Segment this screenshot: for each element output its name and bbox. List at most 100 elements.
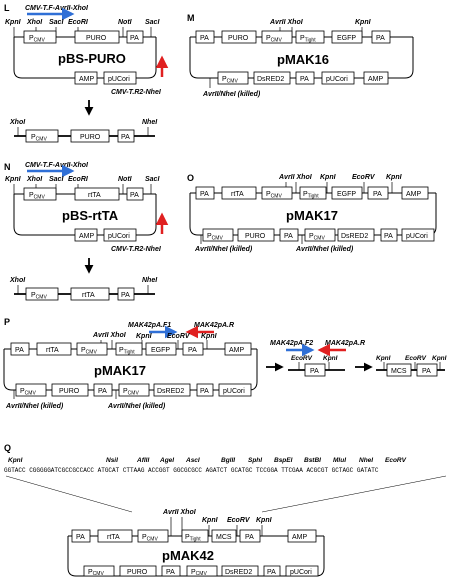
svg-text:KpnI: KpnI bbox=[432, 355, 447, 362]
svg-text:PA: PA bbox=[376, 35, 385, 42]
svg-text:PCMV: PCMV bbox=[31, 292, 47, 301]
svg-text:AvrII/NheI (killed): AvrII/NheI (killed) bbox=[5, 403, 64, 410]
svg-text:EcoRI: EcoRI bbox=[68, 176, 89, 183]
svg-text:rtTA: rtTA bbox=[231, 191, 244, 198]
primer-cmv-r-label: CMV-T.R2-NheI bbox=[111, 89, 162, 96]
svg-text:PTight: PTight bbox=[303, 191, 319, 200]
svg-text:P: P bbox=[4, 317, 10, 327]
svg-text:PURO: PURO bbox=[245, 233, 266, 240]
svg-text:NheI: NheI bbox=[142, 119, 158, 126]
svg-text:M: M bbox=[187, 13, 195, 23]
panel-l: L CMV-T.F-AvrII-XhoI KpnI XhoI SacI EcoR… bbox=[4, 3, 169, 143]
site-noti: NotI bbox=[118, 19, 133, 26]
svg-text:KpnI: KpnI bbox=[136, 333, 153, 340]
svg-text:PCMV: PCMV bbox=[266, 35, 282, 44]
svg-text:PA: PA bbox=[284, 233, 293, 240]
svg-text:EGFP: EGFP bbox=[151, 347, 170, 354]
svg-text:AvrII XhoI: AvrII XhoI bbox=[162, 509, 197, 516]
svg-text:SacI: SacI bbox=[49, 176, 64, 183]
svg-text:PCMV: PCMV bbox=[20, 388, 36, 397]
svg-text:DsRED2: DsRED2 bbox=[157, 388, 184, 395]
svg-text:EcoRV: EcoRV bbox=[167, 333, 191, 340]
svg-text:AvrII/NheI (killed): AvrII/NheI (killed) bbox=[202, 91, 261, 98]
svg-text:PA: PA bbox=[130, 192, 139, 199]
svg-text:KpnI: KpnI bbox=[386, 174, 403, 181]
svg-text:PA: PA bbox=[76, 534, 85, 541]
svg-text:pMAK17: pMAK17 bbox=[94, 363, 146, 378]
svg-text:PA: PA bbox=[300, 76, 309, 83]
svg-text:PCMV: PCMV bbox=[309, 233, 325, 242]
primer-mak42-r-label: MAK42pA.R bbox=[194, 322, 234, 329]
mcs-site-label: NsiI bbox=[106, 457, 118, 464]
panel-m: M AvrII XhoI KpnI PA PURO PCMV PTight EG… bbox=[187, 13, 414, 98]
site-xhoi: XhoI bbox=[26, 19, 43, 26]
mcs-site-label: EcoRV bbox=[385, 457, 407, 464]
svg-text:AMP: AMP bbox=[292, 534, 308, 541]
svg-text:PTight: PTight bbox=[185, 534, 201, 543]
mcs-site-label: MluI bbox=[333, 457, 346, 464]
svg-text:PA: PA bbox=[267, 569, 276, 576]
svg-text:PCMV: PCMV bbox=[222, 76, 238, 85]
mcs-site-label: NheI bbox=[359, 457, 373, 464]
svg-text:PA: PA bbox=[200, 388, 209, 395]
primer-mak42-f1-label: MAK42pA.F1 bbox=[128, 322, 171, 329]
mcs-site-label: AflII bbox=[136, 457, 149, 464]
svg-text:Q: Q bbox=[4, 443, 11, 453]
svg-text:PTight: PTight bbox=[119, 347, 135, 356]
svg-text:KpnI: KpnI bbox=[320, 174, 337, 181]
svg-text:PA: PA bbox=[98, 388, 107, 395]
box-puro: PURO bbox=[86, 35, 107, 42]
svg-text:pUCori: pUCori bbox=[108, 76, 130, 83]
svg-text:NotI: NotI bbox=[118, 176, 133, 183]
panel-p: P MAK42pA.F1 MAK42pA.R AvrII XhoI KpnI E… bbox=[3, 317, 447, 410]
svg-text:AvrII XhoI: AvrII XhoI bbox=[92, 332, 127, 339]
svg-text:PCMV: PCMV bbox=[142, 534, 158, 543]
svg-text:SacI: SacI bbox=[145, 176, 160, 183]
svg-text:PURO: PURO bbox=[59, 388, 80, 395]
svg-text:PCMV: PCMV bbox=[88, 569, 104, 577]
svg-text:XhoI: XhoI bbox=[9, 277, 26, 284]
svg-text:PA: PA bbox=[384, 233, 393, 240]
svg-text:DsRED2: DsRED2 bbox=[225, 569, 252, 576]
svg-text:XhoI: XhoI bbox=[9, 119, 26, 126]
svg-text:KpnI: KpnI bbox=[376, 355, 391, 362]
svg-text:pUCori: pUCori bbox=[108, 233, 130, 240]
svg-text:pUCori: pUCori bbox=[406, 233, 428, 240]
svg-text:pUCori: pUCori bbox=[326, 76, 348, 83]
site-saci-2: SacI bbox=[145, 19, 160, 26]
mcs-site-label: BstBI bbox=[304, 457, 321, 464]
svg-text:XhoI: XhoI bbox=[26, 176, 43, 183]
mcs-site-label: AscI bbox=[185, 457, 200, 464]
mcs-site-label: AgeI bbox=[159, 457, 174, 464]
plasmid-name-pmak17: pMAK17 bbox=[286, 208, 338, 223]
mcs-site-label: BspEI bbox=[274, 457, 293, 464]
svg-text:PCMV: PCMV bbox=[266, 191, 282, 200]
svg-text:EGFP: EGFP bbox=[337, 191, 356, 198]
svg-text:DsRED2: DsRED2 bbox=[341, 233, 368, 240]
svg-text:AvrII/NheI (killed): AvrII/NheI (killed) bbox=[295, 246, 354, 253]
svg-text:PA: PA bbox=[200, 191, 209, 198]
svg-text:KpnI: KpnI bbox=[256, 517, 273, 524]
svg-text:PCMV: PCMV bbox=[191, 569, 207, 577]
plasmid-name-pmak42: pMAK42 bbox=[162, 548, 214, 563]
svg-text:PA: PA bbox=[15, 347, 24, 354]
svg-text:PA: PA bbox=[422, 368, 431, 375]
svg-text:KpnI: KpnI bbox=[201, 333, 218, 340]
primer-cmv-f-label: CMV-T.F-AvrII-XhoI bbox=[25, 5, 89, 12]
svg-text:PA: PA bbox=[188, 347, 197, 354]
svg-text:AMP: AMP bbox=[368, 76, 384, 83]
svg-text:MCS: MCS bbox=[216, 534, 232, 541]
svg-text:rtTA: rtTA bbox=[88, 192, 101, 199]
svg-text:rtTA: rtTA bbox=[46, 347, 59, 354]
svg-text:KpnI: KpnI bbox=[8, 457, 23, 464]
svg-text:PA: PA bbox=[373, 191, 382, 198]
site-saci: SacI bbox=[49, 19, 64, 26]
svg-text:PURO: PURO bbox=[80, 134, 101, 141]
plasmid-name-pmak16: pMAK16 bbox=[277, 52, 329, 67]
svg-text:PURO: PURO bbox=[228, 35, 249, 42]
svg-text:KpnI: KpnI bbox=[323, 355, 338, 362]
svg-text:AvrII/NheI (killed): AvrII/NheI (killed) bbox=[107, 403, 166, 410]
svg-text:MCS: MCS bbox=[391, 368, 407, 375]
